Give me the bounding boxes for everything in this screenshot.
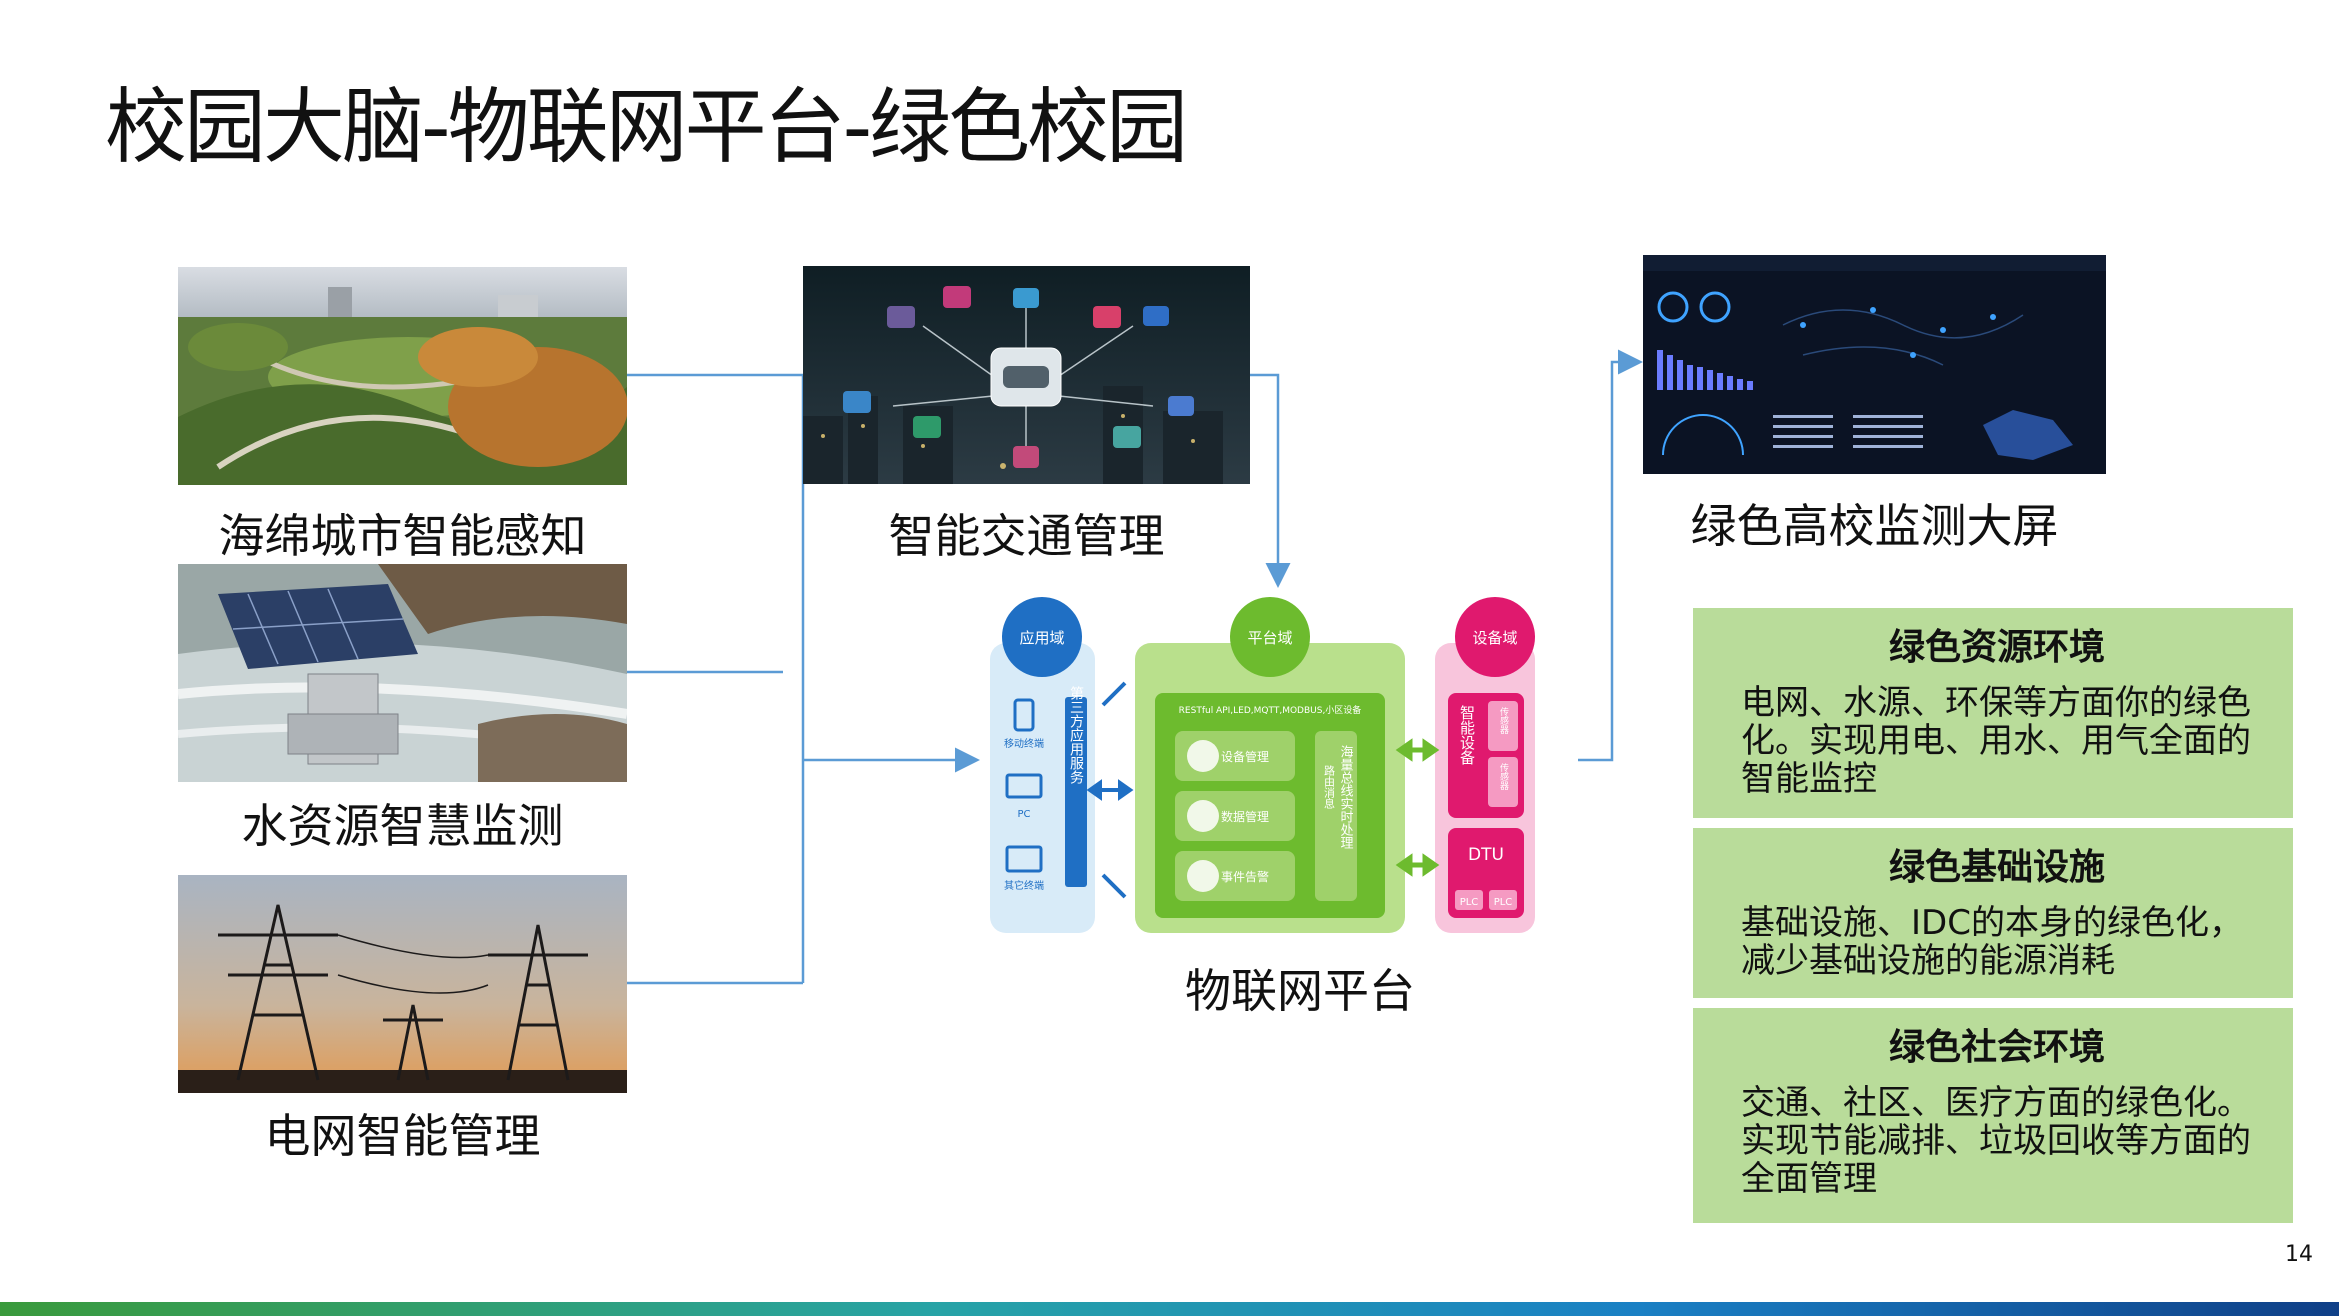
slide-title: 校园大脑-物联网平台-绿色校园 (105, 80, 1188, 175)
dtu-label: DTU (1468, 845, 1504, 865)
monitoring-screen-photo (1643, 255, 2106, 474)
panel-body: 电网、水源、环保等方面你的绿色化。实现用电、用水、用气全面的智能监控 (1741, 683, 2251, 799)
panel-body: 基础设施、IDC的本身的绿色化，减少基础设施的能源消耗 (1741, 903, 2243, 981)
panel-green-infrastructure: 绿色基础设施 基础设施、IDC的本身的绿色化，减少基础设施的能源消耗 (1693, 828, 2293, 998)
connector-traffic (1250, 373, 1291, 588)
plc-1-label: PLC (1460, 897, 1479, 908)
bus-label: 海量总线实时处理 (1338, 745, 1354, 849)
caption-power-grid: 电网智能管理 (264, 1109, 541, 1163)
panel-green-resources: 绿色资源环境 电网、水源、环保等方面你的绿色化。实现用电、用水、用气全面的智能监… (1693, 608, 2293, 818)
module-device-label: 设备管理 (1221, 749, 1269, 764)
caption-smart-traffic: 智能交通管理 (888, 509, 1165, 563)
panel-title: 绿色资源环境 (1888, 627, 2105, 668)
third-party-label: 第三方应用服务 (1068, 685, 1084, 784)
terminal-other-label: 其它终端 (1004, 879, 1044, 892)
panel-body: 交通、社区、医疗方面的绿色化。实现节能减排、垃圾回收等方面的全面管理 (1741, 1083, 2251, 1199)
page-number: 14 (2285, 1242, 2313, 1267)
app-domain-label: 应用域 (1019, 629, 1064, 647)
caption-sponge-city: 海绵城市智能感知 (218, 509, 587, 563)
smart-traffic-photo (803, 266, 1250, 484)
caption-iot-platform: 物联网平台 (1185, 964, 1415, 1018)
device-domain-label: 设备域 (1472, 629, 1517, 647)
terminal-pc-label: PC (1017, 809, 1030, 820)
protocol-label: RESTful API,LED,MQTT,MODBUS,小区设备 (1179, 704, 1362, 716)
sensor-2-label: 传感器 (1498, 762, 1509, 790)
bottom-gradient-bar (0, 1302, 2339, 1316)
caption-water-monitor: 水资源智慧监测 (241, 799, 564, 853)
sensor-1-label: 传感器 (1498, 706, 1509, 734)
module-alarm-label: 事件告警 (1221, 869, 1269, 884)
terminal-mobile-label: 移动终端 (1004, 737, 1044, 750)
panel-green-society: 绿色社会环境 交通、社区、医疗方面的绿色化。实现节能减排、垃圾回收等方面的全面管… (1693, 1008, 2293, 1223)
router-label: 路由消息 (1323, 765, 1336, 809)
plc-2-label: PLC (1494, 897, 1513, 908)
platform-domain-label: 平台域 (1247, 629, 1292, 647)
panel-title: 绿色基础设施 (1888, 847, 2105, 888)
module-data-label: 数据管理 (1221, 809, 1269, 824)
panel-title: 绿色社会环境 (1888, 1027, 2105, 1068)
iot-platform-diagram: 应用域 平台域 设备域 RESTful API,LED,MQTT,MODBUS,… (975, 585, 1575, 940)
sponge-city-photo (178, 267, 627, 485)
water-monitor-photo (178, 564, 627, 782)
connector-to-screen (1578, 349, 1643, 762)
caption-monitoring-screen: 绿色高校监测大屏 (1690, 499, 2059, 553)
power-grid-photo (178, 875, 627, 1093)
smart-devices-label: 智能设备 (1458, 704, 1476, 765)
